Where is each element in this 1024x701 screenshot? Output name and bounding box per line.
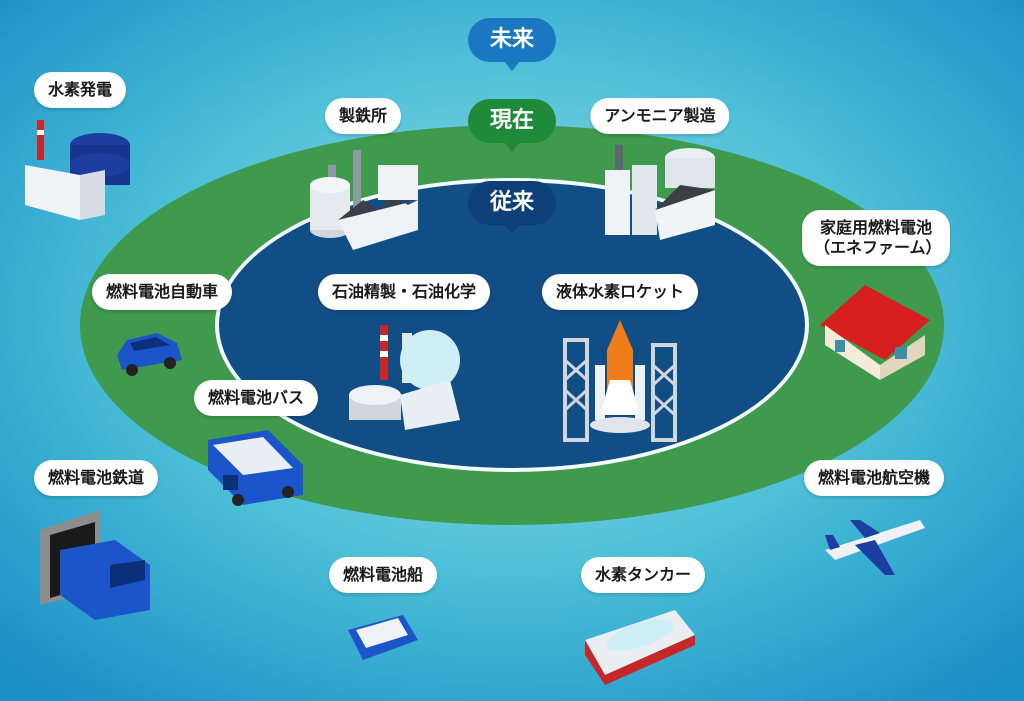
label-home-fuel-cell-line2: （エネファーム） xyxy=(814,238,942,257)
era-badge-future: 未来 xyxy=(467,18,557,71)
airplane-icon xyxy=(825,520,925,575)
label-fuel-cell-car: 燃料電池自動車 xyxy=(91,274,233,310)
label-home-fuel-cell: 家庭用燃料電池 （エネファーム） xyxy=(802,210,950,266)
refinery-icon xyxy=(349,325,460,430)
label-fuel-cell-train: 燃料電池鉄道 xyxy=(33,460,159,496)
era-badge-past: 従来 xyxy=(467,181,557,234)
power-plant-icon xyxy=(25,120,130,220)
rocket-icon xyxy=(563,320,677,442)
label-fuel-cell-bus: 燃料電池バス xyxy=(193,380,319,416)
ship-icon xyxy=(348,615,418,660)
label-home-fuel-cell-line1: 家庭用燃料電池 xyxy=(819,218,932,237)
house-icon xyxy=(820,285,930,380)
train-icon xyxy=(40,510,150,620)
label-fuel-cell-airplane: 燃料電池航空機 xyxy=(803,460,945,496)
label-ammonia-plant: アンモニア製造 xyxy=(590,98,730,134)
label-hydrogen-power: 水素発電 xyxy=(33,72,127,108)
era-past-label: 従来 xyxy=(489,190,535,215)
label-rocket: 液体水素ロケット xyxy=(541,274,699,310)
label-hydrogen-tanker: 水素タンカー xyxy=(580,557,706,593)
car-icon xyxy=(117,333,182,376)
era-present-label: 現在 xyxy=(489,108,535,133)
label-refinery: 石油精製・石油化学 xyxy=(317,274,491,310)
era-badge-present: 現在 xyxy=(467,99,557,152)
tanker-icon xyxy=(585,610,695,685)
label-fuel-cell-ship: 燃料電池船 xyxy=(328,557,438,593)
era-future-label: 未来 xyxy=(489,27,535,52)
bus-icon xyxy=(208,430,303,506)
steel-mill-icon xyxy=(310,150,418,250)
ammonia-plant-icon xyxy=(605,145,715,240)
label-steel-mill: 製鉄所 xyxy=(324,98,402,134)
